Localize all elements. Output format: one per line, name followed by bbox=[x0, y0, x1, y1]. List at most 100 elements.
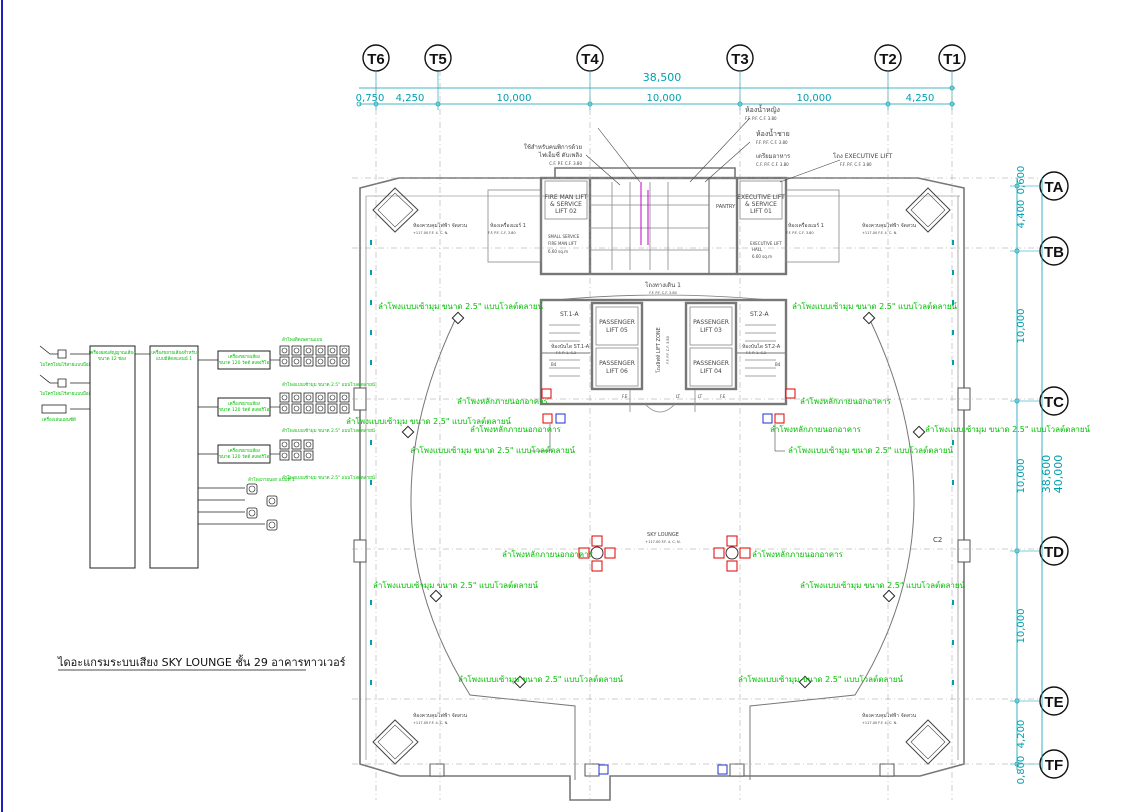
label-area-2: 6.60 sq.m bbox=[752, 254, 772, 259]
grid-label-tc: TC bbox=[1044, 394, 1064, 411]
label-disabled-toilet-2: ไฟเอ็มซี่ ดับเพลิง bbox=[538, 150, 582, 159]
mixer-label-1: เครื่องผสมสัญญาณเสียง bbox=[89, 349, 135, 356]
grid-label-t6: T6 bbox=[367, 51, 385, 68]
label-corner-tl: ห้องควบคุมไฟฟ้า จัดสวน bbox=[413, 222, 468, 229]
label-pantry: PANTRY bbox=[716, 204, 736, 210]
label-lift-06-a: PASSENGER bbox=[599, 360, 635, 367]
total-height-dimension-b: 40,000 bbox=[1052, 455, 1065, 494]
annotation-speaker-1: ลำโพงแบบเซ้ามุม ขนาด 2.5" แบบโวลต์ตลายน์ bbox=[378, 301, 544, 311]
label-corner-bl: ห้องควบคุมไฟฟ้า จัดสวน bbox=[413, 712, 468, 719]
span-right-5: 4,200 bbox=[1016, 720, 1027, 749]
span-top-5: 4,250 bbox=[906, 93, 935, 104]
annotation-column-1: ลำโพงหลักภายนอกอาคาร bbox=[457, 396, 549, 406]
label-service-01: & SERVICE bbox=[745, 201, 777, 208]
span-right-0: 0,600 bbox=[1016, 166, 1027, 195]
label-stair-left-sub: F.F. P. 1. C.2 bbox=[556, 351, 576, 355]
label-exec-hall-2: HALL bbox=[752, 247, 763, 252]
grid-bubble-t2: T2 bbox=[874, 44, 902, 72]
processor-box bbox=[149, 345, 199, 569]
label-lift-03-b: LIFT 03 bbox=[700, 327, 722, 334]
label-lift-02: LIFT 02 bbox=[555, 208, 577, 215]
speaker-symbol bbox=[303, 439, 314, 450]
total-height-dimension-a: 38,600 bbox=[1040, 455, 1053, 494]
outdoor-speaker-icon bbox=[266, 495, 278, 507]
processor-label-1: เครื่องขยายเสียงสำหรับ bbox=[151, 349, 197, 356]
label-riser-left: ห้องเครื่องแมร์ 1 bbox=[490, 222, 526, 229]
window-markers bbox=[370, 240, 954, 685]
source-mic-2: ไมโครโฟนไร้สายแบบมือถือ bbox=[39, 390, 94, 397]
zone-amp-1-label-a: เครื่องขยายเสียง bbox=[228, 353, 260, 360]
outdoor-speakers bbox=[246, 483, 278, 531]
corner-planters bbox=[372, 187, 951, 765]
label-fe-left: F.E bbox=[622, 394, 628, 399]
speaker-symbol bbox=[279, 403, 290, 414]
speaker-symbol bbox=[315, 345, 326, 356]
annotation-speaker-9: ลำโพงแบบเซ้ามุม ขนาด 2.5" แบบโวลต์ตลายน์ bbox=[458, 674, 624, 684]
annotation-speaker-3: ลำโพงแบบเซ้ามุม ขนาด 2.5" แบบโวลต์ตลายน์ bbox=[346, 416, 512, 426]
label-corner-br-sub: +117.00 F.F. 4. C. N. bbox=[862, 721, 897, 725]
label-stair-left: ST.1-A bbox=[560, 311, 580, 318]
grid-bubble-tb: TB bbox=[1039, 236, 1069, 266]
grid-label-t4: T4 bbox=[581, 51, 599, 68]
label-small-service: SMALL SERVICE bbox=[548, 234, 580, 239]
grid-bubble-t5: T5 bbox=[424, 44, 452, 72]
label-disabled-toilet: ใช้สำหรับคนพิการด้วย bbox=[524, 143, 582, 151]
label-sky-lounge: SKY LOUNGE bbox=[647, 532, 679, 538]
label-sky-lounge-sub: +117.00 F.F. 4. C. N. bbox=[645, 540, 680, 544]
label-lt-right: LT bbox=[698, 394, 703, 399]
source-mic-1: ไมโครโฟนไร้สายแบบมือถือ bbox=[39, 361, 94, 368]
grid-label-t3: T3 bbox=[731, 51, 749, 68]
grid-bubble-t3: T3 bbox=[726, 44, 754, 72]
speaker-symbol bbox=[303, 450, 314, 461]
speaker-symbol bbox=[291, 345, 302, 356]
room-labels: ห้องน้ำหญิง F.F. P.F. C.F. 3.80 ห้องน้ำช… bbox=[413, 103, 942, 725]
label-corner-tl-sub: +117.00 F.F. 4. C. N. bbox=[413, 231, 448, 235]
speaker-symbol bbox=[279, 439, 290, 450]
label-stair-left-2: ห้องบันได ST.1-A bbox=[551, 343, 590, 350]
speaker-symbol bbox=[291, 450, 302, 461]
mic-icon-1 bbox=[39, 345, 67, 359]
outdoor-speaker-icon bbox=[246, 483, 258, 495]
speaker-symbol bbox=[339, 403, 350, 414]
speaker-symbol bbox=[303, 356, 314, 367]
label-lift-01: LIFT 01 bbox=[750, 208, 772, 215]
label-pantry-th: เตรียมอาหาร bbox=[756, 152, 791, 160]
grid-label-t5: T5 bbox=[429, 51, 447, 68]
annotation-speaker-6: ลำโพงแบบเซ้ามุม ขนาด 2.5" แบบโวลต์ตลายน์ bbox=[788, 445, 954, 455]
speaker-symbol bbox=[279, 356, 290, 367]
label-c2: C2 bbox=[933, 536, 942, 544]
label-female-toilet-sub: F.F. P.F. C.F. 3.80 bbox=[756, 140, 788, 145]
speaker-row-3-caption: ลำโพงแบบเซ้ามุม ขนาด 2.5" แบบโวลต์ตลายน์ bbox=[282, 427, 375, 434]
annotation-column-6: ลำโพงหลักภายนอกอาคาร bbox=[752, 549, 844, 559]
label-lobby-sub: F.F. P.F. C.F. 3.80 bbox=[649, 291, 677, 295]
label-lift-05-b: LIFT 05 bbox=[606, 327, 628, 334]
label-lift-04-b: LIFT 04 bbox=[700, 368, 722, 375]
grid-bubble-tf: TF bbox=[1039, 749, 1069, 779]
label-lift-03-a: PASSENGER bbox=[693, 319, 729, 326]
label-female-toilet: ห้องน้ำชาย bbox=[756, 127, 790, 138]
span-right-4: 10,000 bbox=[1016, 609, 1027, 644]
label-lift-zone: โถงลิฟท์ LIFT ZONE bbox=[655, 327, 662, 373]
speaker-symbol bbox=[327, 345, 338, 356]
speaker-arrays bbox=[279, 345, 350, 461]
zone-amp-1 bbox=[217, 350, 271, 370]
overall-width-dimension: 38,500 bbox=[643, 71, 682, 84]
label-b4-left: B4 bbox=[551, 362, 557, 367]
speaker-symbol bbox=[315, 403, 326, 414]
grid-bubble-tc: TC bbox=[1039, 386, 1069, 416]
label-fireman-hall: FIRE MAN LIFT bbox=[548, 241, 577, 246]
annotation-speaker-8: ลำโพงแบบเซ้ามุม ขนาด 2.5" แบบโวลต์ตลายน์ bbox=[800, 580, 966, 590]
label-exec-lift-hall: โถง EXECUTIVE LIFT bbox=[833, 152, 893, 160]
speaker-symbol bbox=[279, 450, 290, 461]
speaker-symbol bbox=[291, 403, 302, 414]
column-speakers bbox=[541, 388, 796, 775]
speaker-row-4-caption: ลำโพงแบบเซ้ามุม ขนาด 2.5" แบบโวลต์ตลายน์ bbox=[282, 474, 375, 481]
label-riser-right-sub: F.F. P.F. C.F. 3.80 bbox=[786, 231, 814, 235]
label-fe-right: F.E bbox=[720, 394, 726, 399]
mic-icon-2 bbox=[39, 374, 67, 388]
speaker-symbol bbox=[291, 439, 302, 450]
grid-bubble-t4: T4 bbox=[576, 44, 604, 72]
span-top-3: 10,000 bbox=[647, 93, 682, 104]
